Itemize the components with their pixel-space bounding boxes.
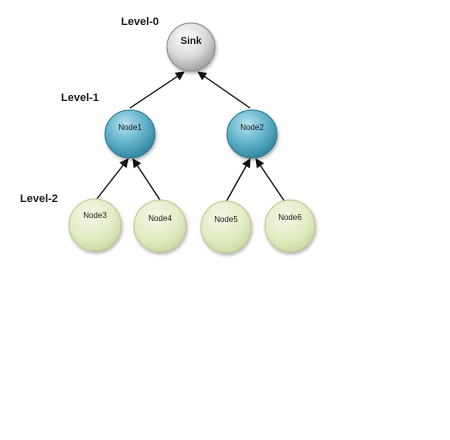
edge-node1-to-sink: [129, 71, 185, 109]
node4: Node4: [133, 199, 187, 253]
edge-node6-to-node2: [255, 158, 286, 203]
node4-label: Node4: [148, 214, 172, 223]
edges: [95, 71, 286, 203]
node3-circle: [68, 198, 122, 252]
node4-circle: [133, 199, 187, 253]
node2-circle: [226, 109, 278, 159]
node5-circle: [200, 200, 252, 254]
level-1-label: Level-1: [61, 92, 99, 104]
level-0-label: Level-0: [121, 16, 159, 28]
sink-node: Sink: [166, 22, 216, 72]
sink-circle: [166, 22, 216, 72]
node3: Node3: [68, 198, 122, 252]
level-2-label: Level-2: [20, 193, 58, 205]
edge-node5-to-node2: [225, 158, 251, 203]
node6-label: Node6: [278, 213, 302, 222]
node5-label: Node5: [214, 215, 238, 224]
node6: Node6: [264, 199, 316, 253]
edge-node2-to-sink: [197, 71, 251, 109]
node2-label: Node2: [240, 123, 264, 132]
edge-node4-to-node1: [132, 158, 161, 201]
sink-label: Sink: [180, 36, 202, 47]
node1-circle: [104, 109, 156, 159]
node2: Node2: [226, 109, 278, 159]
edge-node3-to-node1: [95, 158, 129, 201]
node5: Node5: [200, 200, 252, 254]
node3-label: Node3: [83, 211, 107, 220]
node1-label: Node1: [118, 123, 142, 132]
node1: Node1: [104, 109, 156, 159]
node6-circle: [264, 199, 316, 253]
